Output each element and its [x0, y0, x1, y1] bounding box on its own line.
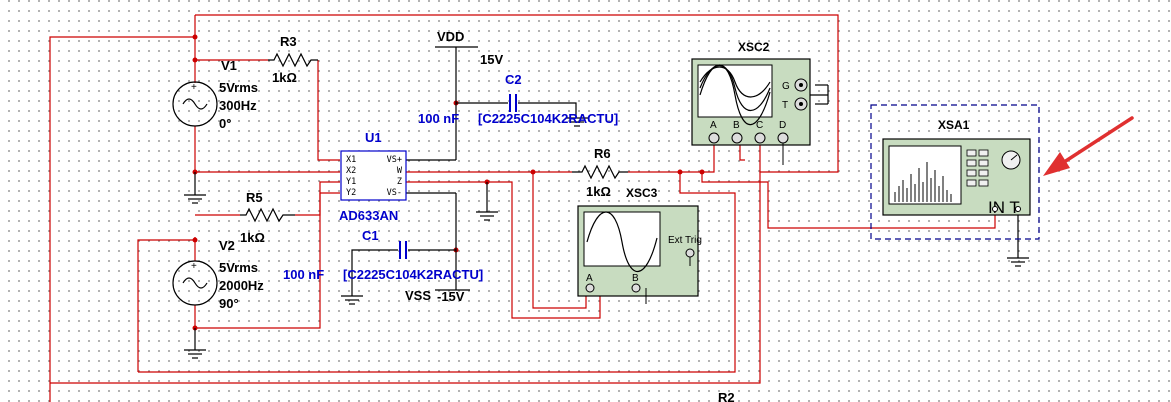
u1-pin-y1: Y1 — [346, 177, 356, 187]
v1-amplitude: 5Vrms — [219, 80, 258, 95]
r6-resistor[interactable]: R6 1kΩ — [572, 146, 628, 199]
xsc2-label: XSC2 — [738, 40, 770, 54]
c1-value: 100 nF — [283, 267, 324, 282]
c2-capacitor[interactable]: C2 100 nF [C2225C104K2RACTU] — [418, 72, 618, 126]
xsc2-term-b: B — [733, 120, 740, 131]
r3-value: 1kΩ — [272, 70, 297, 85]
c1-ref: C1 — [362, 228, 379, 243]
xsc2-term-g: G — [782, 81, 790, 92]
xsc2-oscilloscope[interactable]: XSC2 G T A B C D — [691, 40, 811, 165]
v1-frequency: 300Hz — [219, 98, 257, 113]
xsa1-terms: IN T — [988, 198, 1020, 217]
v2-amplitude: 5Vrms — [219, 260, 258, 275]
c1-capacitor[interactable]: C1 100 nF [C2225C104K2RACTU] — [283, 228, 483, 282]
u1-part: AD633AN — [339, 208, 398, 223]
r6-value: 1kΩ — [586, 184, 611, 199]
vss-label: VSS — [405, 288, 431, 303]
c1-part: [C2225C104K2RACTU] — [343, 267, 483, 282]
xsc2-term-t: T — [782, 100, 788, 111]
c2-value: 100 nF — [418, 111, 459, 126]
c2-ref: C2 — [505, 72, 522, 87]
r5-ref: R5 — [246, 190, 263, 205]
v2-source[interactable]: + V2 5Vrms 2000Hz 90° — [172, 238, 264, 311]
xsc3-oscilloscope[interactable]: XSC3 Ext Trig A B — [577, 186, 702, 304]
r3-resistor[interactable]: R3 1kΩ — [268, 34, 318, 85]
v2-frequency: 2000Hz — [219, 278, 264, 293]
u1-ref: U1 — [365, 130, 382, 145]
xsc2-term-a: A — [710, 120, 717, 131]
v1-source[interactable]: + V1 5Vrms 300Hz 0° — [172, 58, 258, 131]
vdd-value: 15V — [480, 52, 503, 67]
v1-phase: 0° — [219, 116, 231, 131]
v2-ref: V2 — [219, 238, 235, 253]
xsc3-channel-a: A — [586, 273, 593, 284]
xsc3-channel-b: B — [632, 273, 639, 284]
u1-pin-vsm: VS- — [387, 188, 402, 198]
red-arrow-annotation — [1043, 116, 1134, 176]
xsc3-label: XSC3 — [626, 186, 658, 200]
r5-resistor[interactable]: R5 1kΩ — [240, 190, 295, 245]
wires — [49, 14, 996, 402]
r3-ref: R3 — [280, 34, 297, 49]
u1-pin-y2: Y2 — [346, 188, 356, 198]
u1-pin-x2: X2 — [346, 166, 356, 176]
v2-phase: 90° — [219, 296, 239, 311]
xsc2-term-d: D — [779, 120, 786, 131]
xsc2-term-c: C — [756, 120, 763, 131]
u1-multiplier[interactable]: X1 X2 Y1 Y2 VS+ W Z VS- U1 AD633AN — [339, 130, 407, 223]
vdd-rail[interactable]: VDD 15V — [437, 29, 503, 67]
vdd-label: VDD — [437, 29, 464, 44]
r6-ref: R6 — [594, 146, 611, 161]
svg-text:+: + — [191, 261, 197, 272]
r2-ref: R2 — [718, 390, 735, 402]
v1-ref: V1 — [221, 58, 237, 73]
u1-pin-z: Z — [397, 177, 402, 187]
c2-part: [C2225C104K2RACTU] — [478, 111, 618, 126]
u1-pin-w: W — [397, 166, 403, 176]
vss-value: -15V — [437, 289, 465, 304]
power-wires — [194, 46, 1019, 350]
svg-text:+: + — [191, 82, 197, 93]
u1-pin-vsp: VS+ — [387, 155, 402, 165]
xsa1-label: XSA1 — [938, 118, 970, 132]
r5-value: 1kΩ — [240, 230, 265, 245]
r2-resistor[interactable]: R2 — [718, 390, 735, 402]
vss-rail[interactable]: VSS -15V — [405, 288, 465, 304]
ground-symbols — [184, 117, 1029, 359]
u1-pin-x1: X1 — [346, 155, 356, 165]
xsa1-spectrum-analyzer[interactable]: XSA1 IN T — [870, 104, 1040, 240]
xsc3-trigger: Ext Trig — [668, 235, 702, 246]
